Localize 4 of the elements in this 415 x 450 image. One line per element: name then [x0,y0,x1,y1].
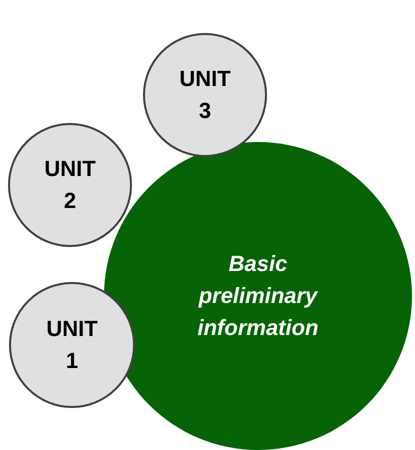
circle-label: Basic preliminary information [196,250,320,342]
circle-label: UNIT 3 [178,65,232,125]
circle-label: UNIT 2 [43,155,97,215]
circle-label: UNIT 1 [45,315,99,375]
